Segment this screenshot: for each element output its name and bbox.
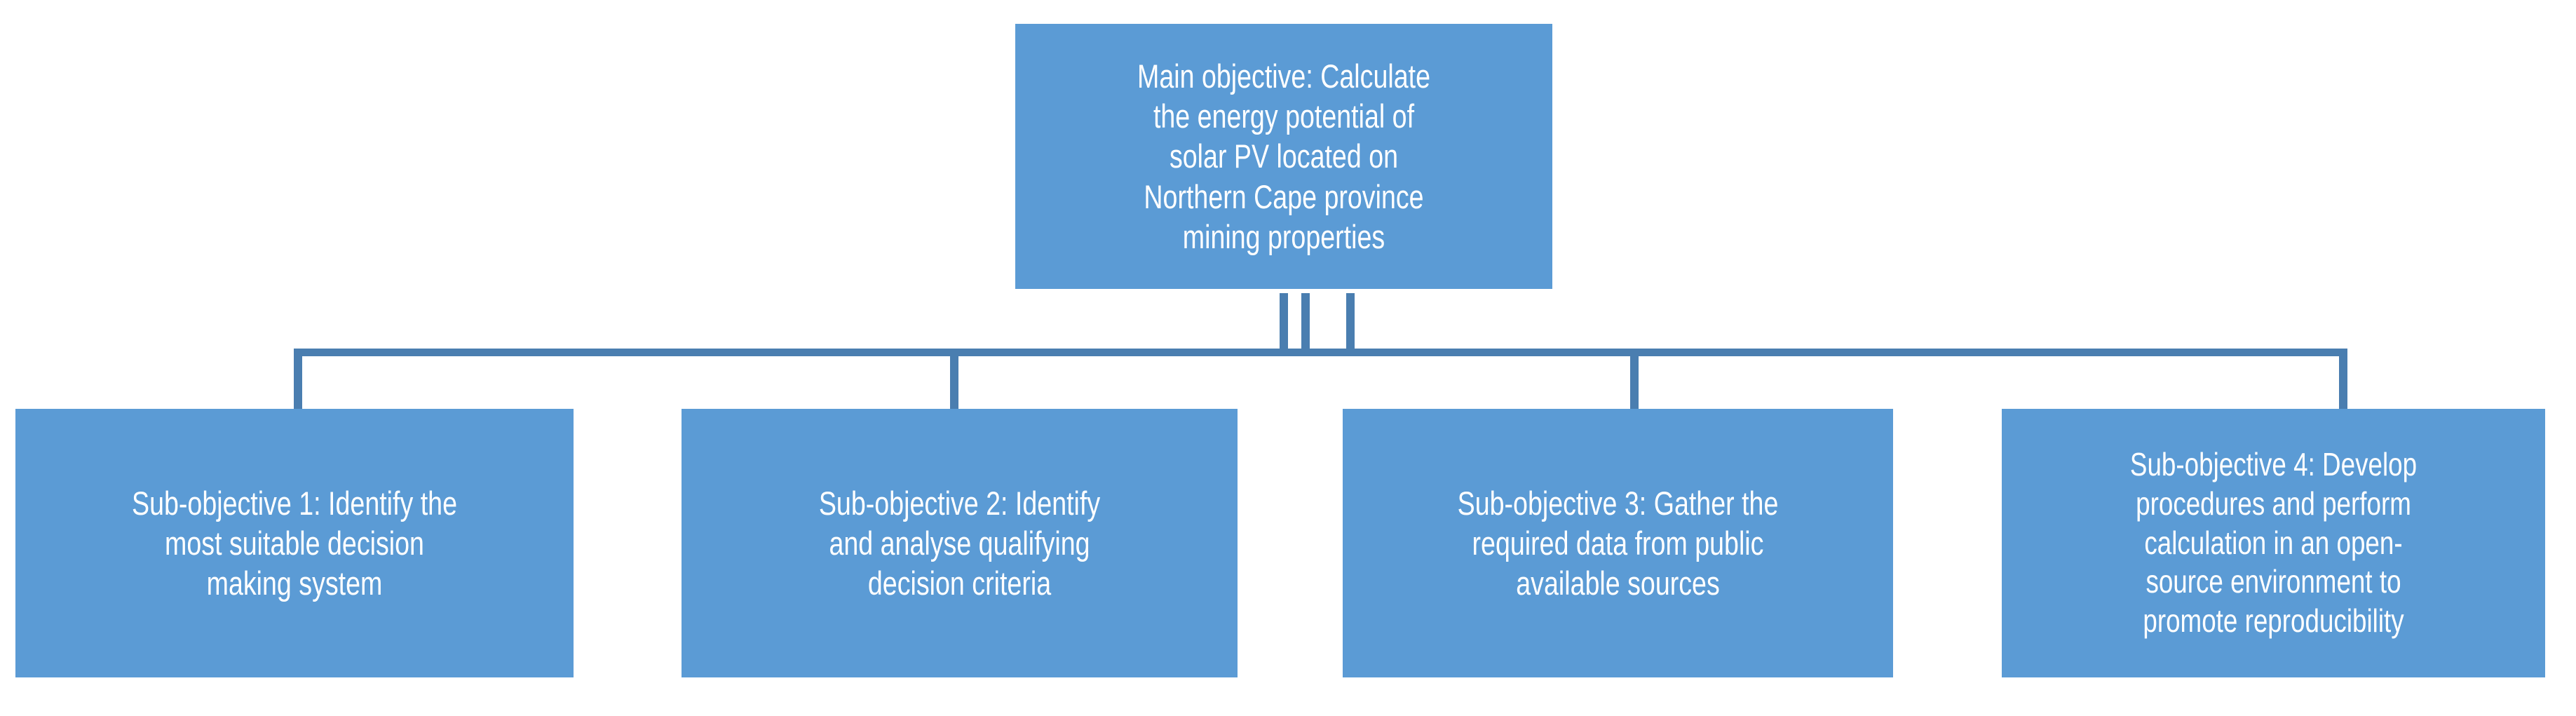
sub-objective-3-label: Sub-objective 3: Gather the required dat… — [1457, 484, 1779, 602]
sub-objective-1-body: Sub-objective 1: Identify the most suita… — [15, 409, 574, 677]
main-objective-label: Main objective: Calculate the energy pot… — [1137, 58, 1430, 255]
sub-objective-2-node[interactable]: Sub-objective 2: Identify and analyse qu… — [682, 409, 1238, 677]
sub-objective-1-label: Sub-objective 1: Identify the most suita… — [131, 484, 458, 602]
connector-drop-to-sub-objective-4 — [2339, 349, 2347, 410]
connector-drop-to-sub-objective-3 — [1630, 349, 1639, 410]
sub-objective-4-node[interactable]: Sub-objective 4: Develop procedures and … — [2002, 409, 2545, 677]
connector-drop-to-sub-objective-1 — [294, 349, 302, 410]
sub-objective-4-label: Sub-objective 4: Develop procedures and … — [2129, 445, 2418, 640]
connector-drop-to-sub-objective-2 — [950, 349, 958, 410]
sub-objective-3-node[interactable]: Sub-objective 3: Gather the required dat… — [1343, 409, 1893, 677]
sub-objective-2-label: Sub-objective 2: Identify and analyse qu… — [818, 484, 1101, 602]
connector-horizontal-bus — [294, 349, 2347, 356]
main-objective-body: Main objective: Calculate the energy pot… — [1015, 24, 1552, 289]
sub-objective-3-body: Sub-objective 3: Gather the required dat… — [1343, 409, 1893, 677]
sub-objective-4-body: Sub-objective 4: Develop procedures and … — [2002, 409, 2545, 677]
connector-stub-left — [1280, 293, 1288, 353]
sub-objective-1-node[interactable]: Sub-objective 1: Identify the most suita… — [15, 409, 574, 677]
connector-stub-right — [1346, 293, 1355, 353]
connector-stub-middle — [1301, 293, 1310, 353]
main-objective-node[interactable]: Main objective: Calculate the energy pot… — [1015, 24, 1552, 289]
sub-objective-2-body: Sub-objective 2: Identify and analyse qu… — [682, 409, 1238, 677]
